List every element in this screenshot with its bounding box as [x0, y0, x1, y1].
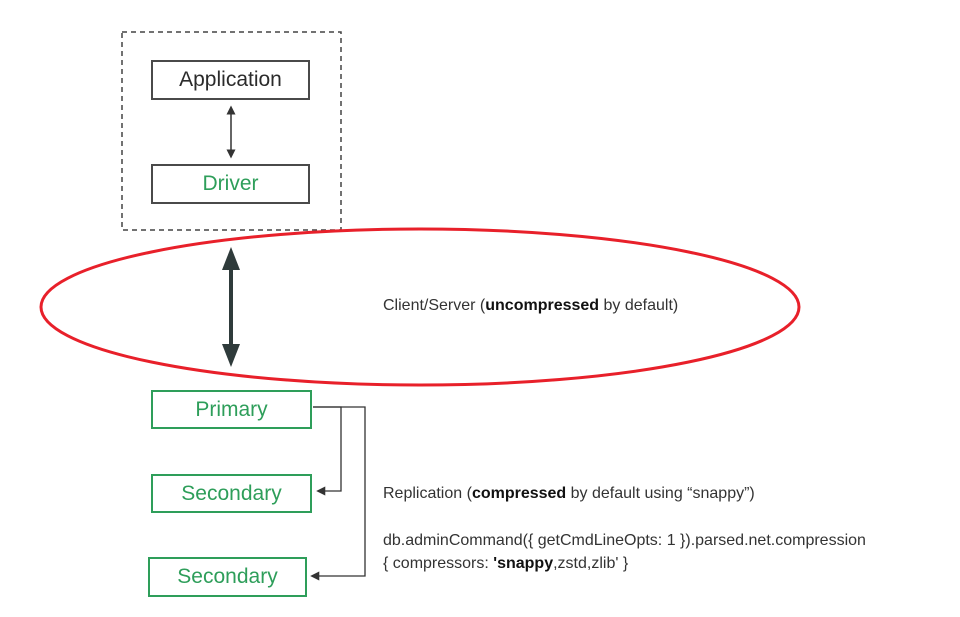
command-line-2: { compressors: 'snappy,zstd,zlib' }	[383, 555, 629, 572]
client-server-note: Client/Server (uncompressed by default)	[383, 297, 679, 314]
client-server-arrowhead-up	[222, 247, 240, 270]
replication-connector-secondary-1	[313, 406, 342, 496]
client-server-highlight-ellipse	[39, 227, 801, 387]
secondary-1-label: Secondary	[181, 481, 282, 505]
driver-label: Driver	[202, 172, 259, 195]
replication-connector-secondary-2	[310, 406, 366, 581]
application-node: Application	[151, 60, 310, 100]
client-container	[121, 31, 342, 231]
driver-node: Driver	[151, 164, 310, 204]
secondary-2-label: Secondary	[177, 565, 278, 588]
replication-note: Replication (compressed by default using…	[383, 485, 755, 502]
primary-node: Primary	[151, 390, 312, 429]
application-label: Application	[179, 68, 282, 91]
secondary-node-2: Secondary	[148, 557, 307, 597]
primary-label: Primary	[195, 397, 268, 421]
secondary-node-1: Secondary	[151, 474, 312, 513]
command-line-1: db.adminCommand({ getCmdLineOpts: 1 }).p…	[383, 532, 866, 549]
client-server-arrowhead-down	[222, 344, 240, 367]
